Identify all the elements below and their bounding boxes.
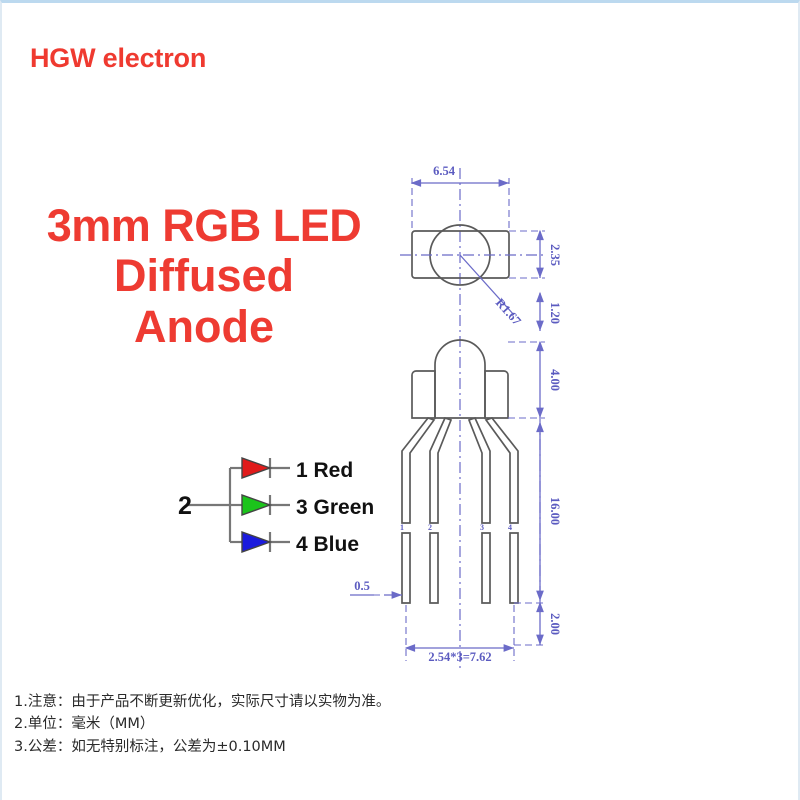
product-title-line-3: Anode: [134, 300, 274, 352]
dim-flange-height: 1.20: [548, 302, 562, 324]
product-title-line-2: Diffused: [114, 250, 294, 302]
brand-logo-text: HGW electron: [30, 43, 207, 73]
pin-mark-3: 3: [480, 523, 484, 532]
dim-top-width: 6.54: [433, 164, 456, 178]
led-symbol-red: [241, 457, 273, 479]
dim-top-thickness: 2.35: [548, 244, 562, 266]
specification-notes: 1.注意：由于产品不断更新优化，实际尺寸请以实物为准。 2.单位：毫米（MM） …: [14, 691, 574, 758]
pin-schematic: 2 1 Red 3 Green 4 Blue: [178, 451, 378, 559]
dim-lens-radius: R1.67: [493, 296, 524, 328]
product-title-line-1: 3mm RGB LED: [46, 200, 362, 251]
pin-mark-2: 2: [428, 523, 432, 532]
dim-lead-length: 16.00: [548, 497, 562, 525]
dim-lead-width: 0.5: [354, 579, 370, 593]
note-line-2: 2.单位：毫米（MM）: [14, 716, 155, 733]
pin-mark-4: 4: [508, 523, 512, 532]
schematic-pin-label-red: 1 Red: [296, 459, 353, 482]
schematic-pin-label-green: 3 Green: [296, 496, 374, 519]
led-symbol-blue: [241, 531, 273, 553]
led-symbol-green: [241, 494, 273, 516]
product-title: 3mm RGB LED Diffused Anode: [14, 200, 394, 352]
note-line-1: 1.注意：由于产品不断更新优化，实际尺寸请以实物为准。: [14, 694, 391, 710]
dim-body-height: 4.00: [548, 369, 562, 391]
dim-lead-pitch: 2.54*3=7.62: [428, 650, 491, 664]
mechanical-drawing: .ol{fill:none;stroke:#5a5a5a;stroke-widt…: [332, 133, 612, 678]
schematic-pin-label-blue: 4 Blue: [296, 533, 359, 556]
note-line-3: 3.公差：如无特别标注，公差为±0.10MM: [14, 738, 286, 755]
schematic-common-pin-label: 2: [178, 492, 192, 520]
dim-stand-off: 2.00: [548, 613, 562, 635]
pin-mark-1: 1: [400, 523, 404, 532]
